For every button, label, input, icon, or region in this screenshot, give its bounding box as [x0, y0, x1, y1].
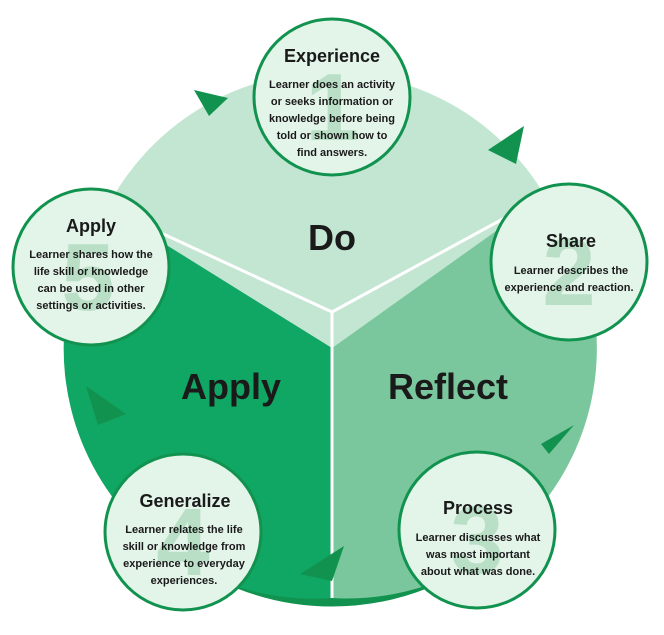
cycle-arrow-icon [488, 126, 524, 164]
cycle-arrow-icon [300, 546, 344, 581]
step-apply: 5 Apply Learner shares how the life skil… [11, 187, 171, 347]
step-text-line: Learner describes the [514, 265, 628, 277]
cycle-arrow-icon [541, 425, 574, 454]
step-text-line: told or shown how to [277, 130, 388, 142]
step-number: 4 [156, 489, 209, 596]
step-text-line: knowledge before being [269, 113, 395, 125]
section-label-reflect: Reflect [388, 366, 508, 407]
step-share: 2 Share Learner describes the experience… [489, 182, 649, 342]
section-label-do: Do [308, 217, 356, 258]
step-bubble [397, 450, 557, 610]
step-text-line: Learner discusses what [416, 532, 541, 544]
step-title: Generalize [139, 491, 230, 511]
step-text-line: settings or activities. [36, 300, 145, 312]
step-text-line: life skill or knowledge [34, 266, 148, 278]
step-title: Experience [284, 46, 380, 66]
step-text-line: Learner does an activity [269, 79, 396, 91]
step-experience: 1 Experience Learner does an activity or… [252, 17, 412, 177]
step-text-line: about what was done. [421, 566, 535, 578]
step-title: Share [546, 231, 596, 251]
step-text-line: or seeks information or [271, 96, 394, 108]
step-text-line: experience to everyday [123, 558, 246, 570]
do-sector [107, 72, 545, 348]
section-label-apply: Apply [181, 366, 281, 407]
step-text-line: experiences. [151, 575, 218, 587]
step-bubble [11, 187, 171, 347]
step-bubble [103, 452, 263, 612]
step-generalize: 4 Generalize Learner relates the life sk… [103, 452, 263, 612]
step-number: 5 [61, 224, 114, 331]
step-text-line: Learner relates the life [125, 524, 242, 536]
cycle-arrow-icon [86, 386, 126, 425]
step-text-line: skill or knowledge from [123, 541, 246, 553]
step-title: Apply [66, 216, 116, 236]
step-text-line: find answers. [297, 147, 367, 159]
step-number: 2 [542, 219, 595, 326]
step-number: 1 [305, 54, 358, 161]
step-text-line: experience and reaction. [505, 282, 634, 294]
step-bubble [252, 17, 412, 177]
step-title: Process [443, 498, 513, 518]
cycle-arrow-icon [194, 90, 228, 116]
step-process: 3 Process Learner discusses what was mos… [397, 450, 557, 610]
step-number: 3 [450, 487, 503, 594]
step-text-line: Learner shares how the [29, 249, 153, 261]
step-text-line: was most important [425, 549, 530, 561]
step-bubble [489, 182, 649, 342]
step-text-line: can be used in other [38, 283, 146, 295]
